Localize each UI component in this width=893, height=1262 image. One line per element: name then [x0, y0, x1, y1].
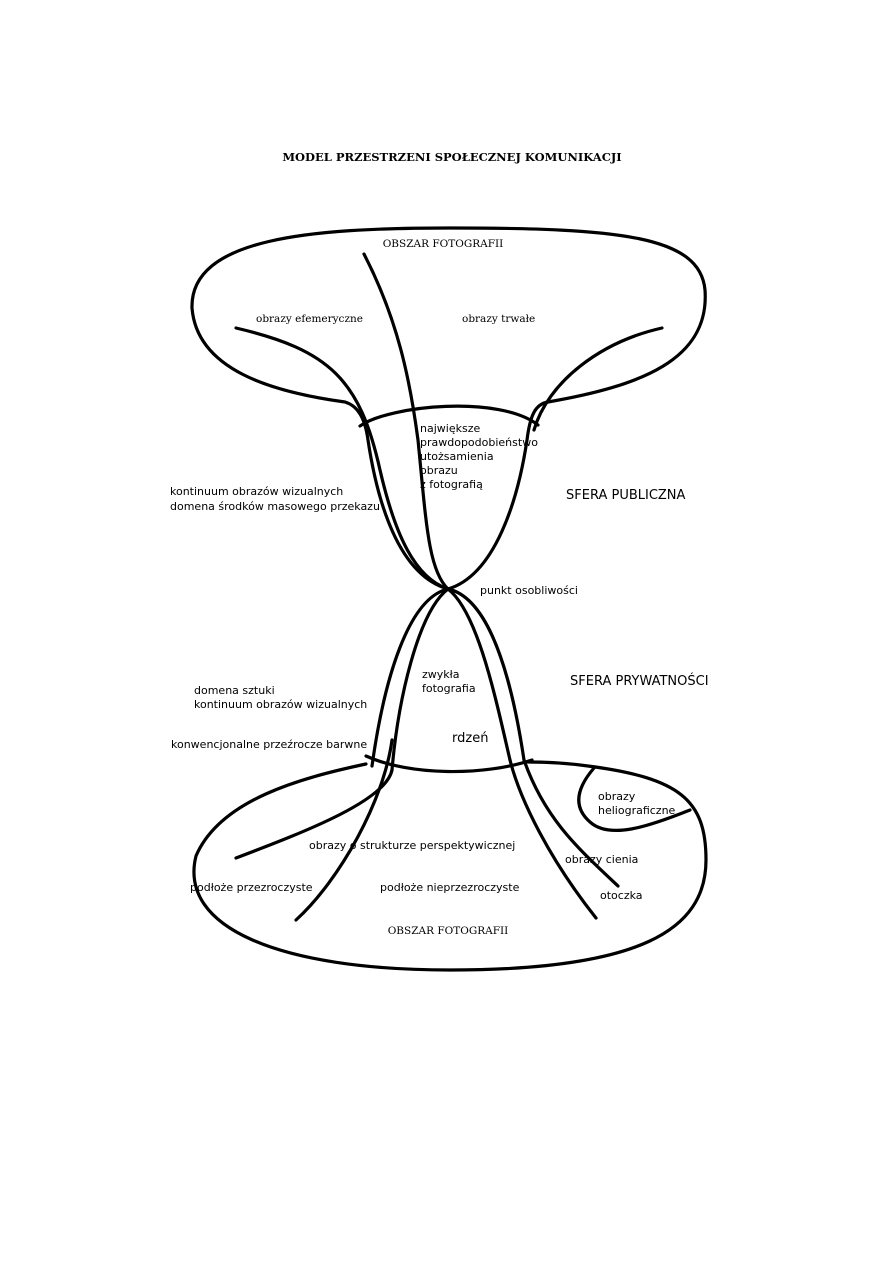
ordinary-photo-line-2: fotografia	[422, 682, 476, 695]
permanent-images-label: obrazy trwałe	[462, 313, 535, 325]
ephemeral-images-label: obrazy efemeryczne	[256, 313, 363, 325]
public-sphere-label: SFERA PUBLICZNA	[566, 488, 686, 503]
identification-line-5: z fotografią	[420, 478, 483, 491]
identification-line-1: największe	[420, 422, 480, 435]
lower-outer-right	[446, 587, 526, 762]
art-domain-line-2: kontinuum obrazów wizualnych	[194, 698, 367, 711]
upper-center-divider	[362, 252, 450, 591]
identification-line-4: obrazu	[420, 464, 458, 477]
bottom-left-sweep	[234, 768, 394, 860]
singularity-point-label: punkt osobliwości	[480, 584, 578, 597]
heliographic-line-1: obrazy	[598, 790, 636, 803]
upper-right-divider	[532, 326, 664, 432]
heliographic-line-2: heliograficzne	[598, 804, 676, 817]
private-sphere-label: SFERA PRYWATNOŚCI	[570, 673, 709, 689]
diagram-title: MODEL PRZESTRZENI SPOŁECZNEJ KOMUNIKACJI	[282, 150, 621, 164]
ordinary-photo-line-1: zwykła	[422, 668, 460, 681]
mass-media-line-2: domena środków masowego przekazu	[170, 500, 380, 513]
bottom-area-outline	[192, 760, 708, 972]
identification-line-3: utożsamienia	[420, 450, 494, 463]
art-domain-line-1: domena sztuki	[194, 684, 275, 697]
bottom-center-left-sweep	[294, 738, 394, 922]
lower-inner-right	[446, 587, 512, 762]
mass-media-line-1: kontinuum obrazów wizualnych	[170, 485, 343, 498]
bottom-area-label: OBSZAR FOTOGRAFII	[388, 925, 509, 937]
conventional-slide-label: konwencjonalne przeźrocze barwne	[171, 738, 367, 751]
top-area-label: OBSZAR FOTOGRAFII	[383, 238, 504, 250]
lower-outer-left	[370, 587, 450, 768]
identification-line-2: prawdopodobieństwo	[420, 436, 538, 449]
lower-inner-left	[390, 587, 450, 772]
upper-neck-arc	[358, 404, 540, 428]
lower-neck-arc	[364, 754, 534, 774]
transparent-substrate-label: podłoże przezroczyste	[190, 881, 313, 894]
upper-funnel-outline	[190, 226, 707, 591]
shadow-images-label: obrazy cienia	[565, 853, 638, 866]
heliographic-region	[577, 766, 692, 832]
upper-left-divider	[234, 326, 450, 591]
perspective-images-label: obrazy o strukturze perspektywicznej	[309, 839, 515, 852]
opaque-substrate-label: podłoże nieprzezroczyste	[380, 881, 520, 894]
core-label: rdzeń	[452, 731, 488, 746]
halo-label: otoczka	[600, 889, 643, 902]
bottom-right-sweep	[508, 758, 598, 920]
bottom-right-outer-sweep	[522, 758, 620, 888]
